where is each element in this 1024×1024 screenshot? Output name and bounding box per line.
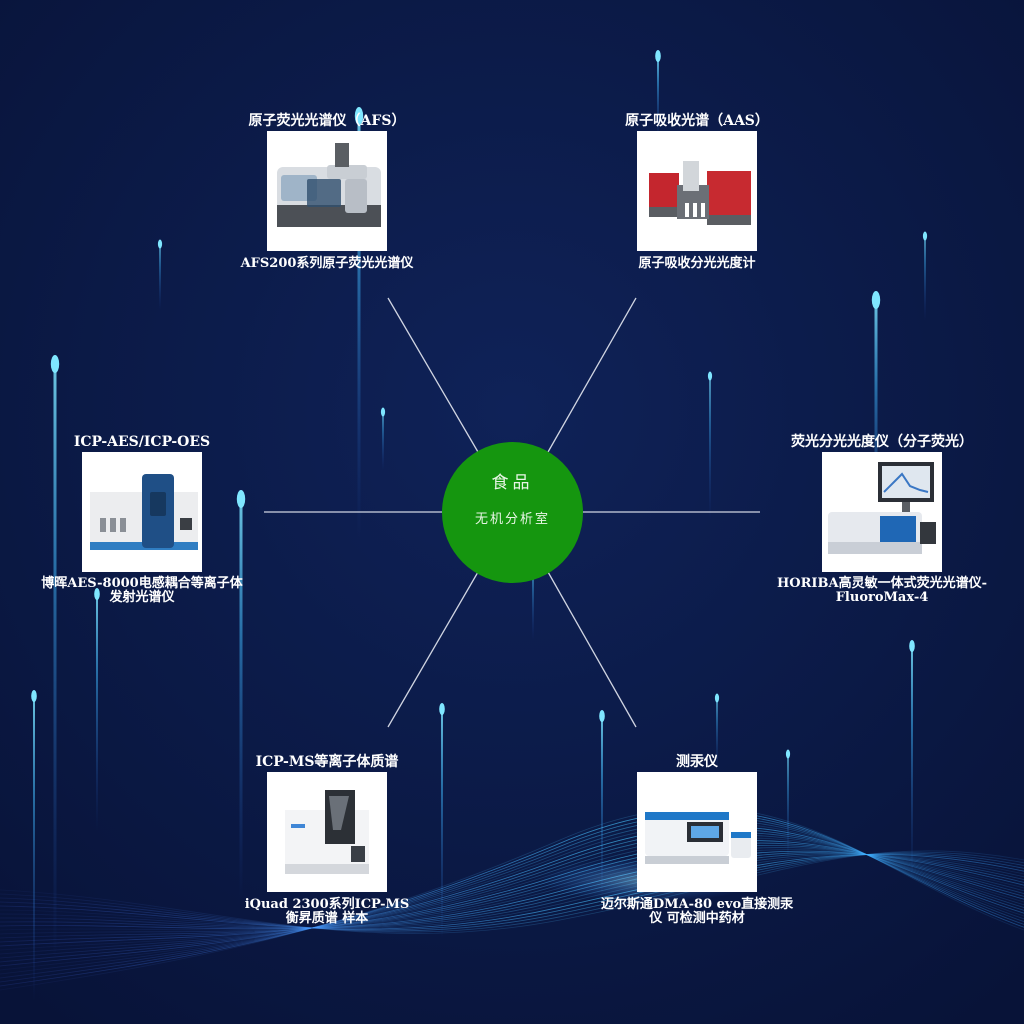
hub-circle: 食品 无机分析室 [442, 442, 583, 583]
node-caption-afs: AFS200系列原子荧光光谱仪 [207, 257, 447, 271]
fluorometer-instrument-photo [822, 452, 942, 572]
node-caption-fluorescence: HORIBA高灵敏一体式荧光光谱仪- FluoroMax-4 [762, 577, 1002, 605]
node-title-aas: 原子吸收光谱（AAS） [625, 113, 769, 129]
caption-line: AFS200系列原子荧光光谱仪 [240, 256, 414, 271]
node-caption-icp-ms: iQuad 2300系列ICP-MS 衡昇质谱 样本 [207, 898, 447, 926]
hub-title: 食品 [491, 473, 534, 493]
hub-subtitle: 无机分析室 [474, 512, 550, 527]
caption-line: HORIBA高灵敏一体式荧光光谱仪- [777, 576, 987, 591]
caption-line: 迈尔斯通DMA-80 evo直接测汞 [600, 897, 794, 912]
afs-instrument-photo [267, 131, 387, 251]
caption-line: 原子吸收分光光度计 [638, 256, 756, 271]
icp-ms-instrument-photo [267, 772, 387, 892]
node-title-mercury: 测汞仪 [676, 754, 718, 770]
caption-line: iQuad 2300系列ICP-MS [244, 897, 410, 912]
caption-line: 仪 可检测中药材 [649, 911, 745, 926]
spoke-line-icp-ms [387, 571, 479, 728]
caption-line: 衡昇质谱 样本 [285, 911, 369, 926]
aas-instrument-photo [637, 131, 757, 251]
node-title-afs: 原子荧光光谱仪（AFS） [248, 113, 406, 129]
node-title-icp-oes: ICP-AES/ICP-OES [73, 434, 211, 450]
node-caption-aas: 原子吸收分光光度计 [577, 257, 817, 271]
caption-line: FluoroMax-4 [835, 590, 929, 605]
node-caption-icp-oes: 博晖AES-8000电感耦合等离子体 发射光谱仪 [22, 577, 262, 605]
node-title-fluorescence: 荧光分光光度仪（分子荧光） [791, 434, 973, 450]
icp-oes-instrument-photo [82, 452, 202, 572]
spoke-line-mercury [547, 571, 637, 728]
node-title-icp-ms: ICP-MS等离子体质谱 [255, 754, 399, 770]
spoke-line-aas [547, 297, 637, 453]
caption-line: 博晖AES-8000电感耦合等离子体 [41, 576, 243, 591]
caption-line: 发射光谱仪 [109, 590, 175, 605]
spoke-line-afs [387, 297, 479, 453]
mercury-analyzer-photo [637, 772, 757, 892]
node-caption-mercury: 迈尔斯通DMA-80 evo直接测汞 仪 可检测中药材 [577, 898, 817, 926]
